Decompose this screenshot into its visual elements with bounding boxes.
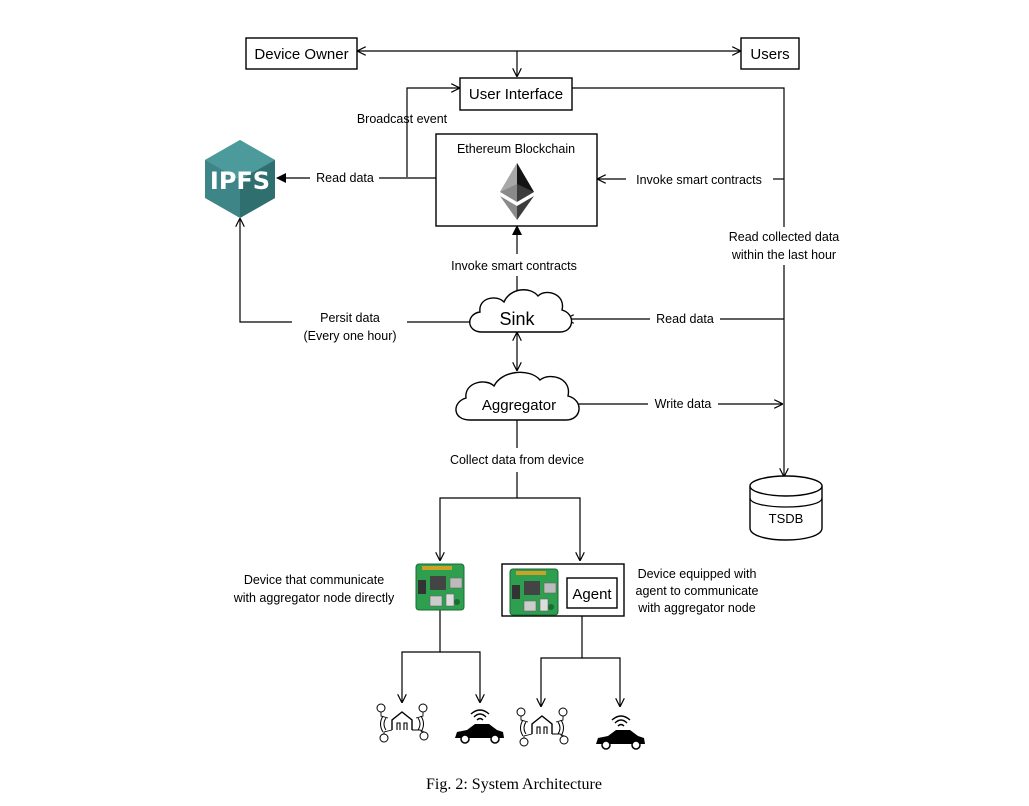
aggregator-label: Aggregator	[482, 397, 556, 414]
agent-home-arrow	[541, 616, 583, 706]
persist-arrow	[240, 219, 292, 323]
ui-right-line	[572, 87, 785, 227]
device-owner-node: Device Owner	[245, 37, 358, 70]
persist-label-2: (Every one hour)	[303, 329, 396, 343]
invoke-sink-label: Invoke smart contracts	[451, 259, 577, 273]
agent-car-arrow	[582, 657, 620, 706]
connected-car-icon	[595, 715, 646, 750]
read-collected-label-1: Read collected data	[729, 230, 840, 244]
direct-device-label-2: with aggregator node directly	[233, 591, 395, 605]
board-icon	[509, 568, 559, 616]
direct-car-arrow	[440, 651, 480, 702]
blockchain-label: Ethereum Blockchain	[457, 142, 575, 156]
ipfs-node: IPFS	[205, 140, 275, 218]
smart-home-icon	[376, 703, 429, 743]
persist-label-1: Persit data	[320, 311, 380, 325]
ipfs-label: IPFS	[210, 167, 270, 195]
tsdb-node: TSDB	[749, 475, 823, 541]
broadcast-event-label: Broadcast event	[357, 112, 448, 126]
read-data-ipfs-label: Read data	[316, 171, 374, 185]
ethereum-blockchain-node: Ethereum Blockchain	[435, 133, 598, 227]
agent-device-label-1: Device equipped with	[638, 567, 757, 581]
sink-cloud	[469, 289, 573, 333]
connected-car-icon	[454, 709, 505, 744]
users-label: Users	[750, 46, 789, 63]
board-icon	[415, 563, 465, 611]
sink-label: Sink	[499, 309, 535, 329]
agent-device-label-2: agent to communicate	[636, 584, 759, 598]
agent-device: Agent	[501, 563, 625, 617]
direct-device	[415, 563, 465, 611]
read-collected-label-2: within the last hour	[731, 248, 836, 262]
collect-label: Collect data from device	[450, 453, 584, 467]
agent-label: Agent	[572, 586, 612, 603]
agent-device-label-3: with aggregator node	[637, 601, 755, 615]
tsdb-cylinder	[749, 486, 823, 541]
invoke-ui-label: Invoke smart contracts	[636, 173, 762, 187]
ethereum-icon	[500, 163, 534, 220]
collect-arrow-right	[517, 497, 580, 560]
direct-device-label-1: Device that communicate	[244, 573, 384, 587]
user-interface-label: User Interface	[469, 86, 563, 103]
figure-caption: Fig. 2: System Architecture	[426, 776, 602, 793]
direct-home-arrow	[402, 610, 441, 702]
user-interface-node: User Interface	[459, 77, 573, 111]
broadcast-event-arrow	[406, 88, 459, 177]
tsdb-label: TSDB	[769, 511, 804, 526]
aggregator-node: Aggregator	[455, 371, 580, 421]
aggregator-cloud	[455, 371, 580, 421]
users-node: Users	[740, 37, 800, 70]
collect-arrow-left	[440, 472, 518, 560]
write-data-label: Write data	[655, 397, 712, 411]
smart-home-icon	[516, 707, 569, 747]
device-owner-label: Device Owner	[254, 46, 348, 63]
read-data-sink-label: Read data	[656, 312, 714, 326]
sink-node: Sink	[469, 289, 573, 333]
